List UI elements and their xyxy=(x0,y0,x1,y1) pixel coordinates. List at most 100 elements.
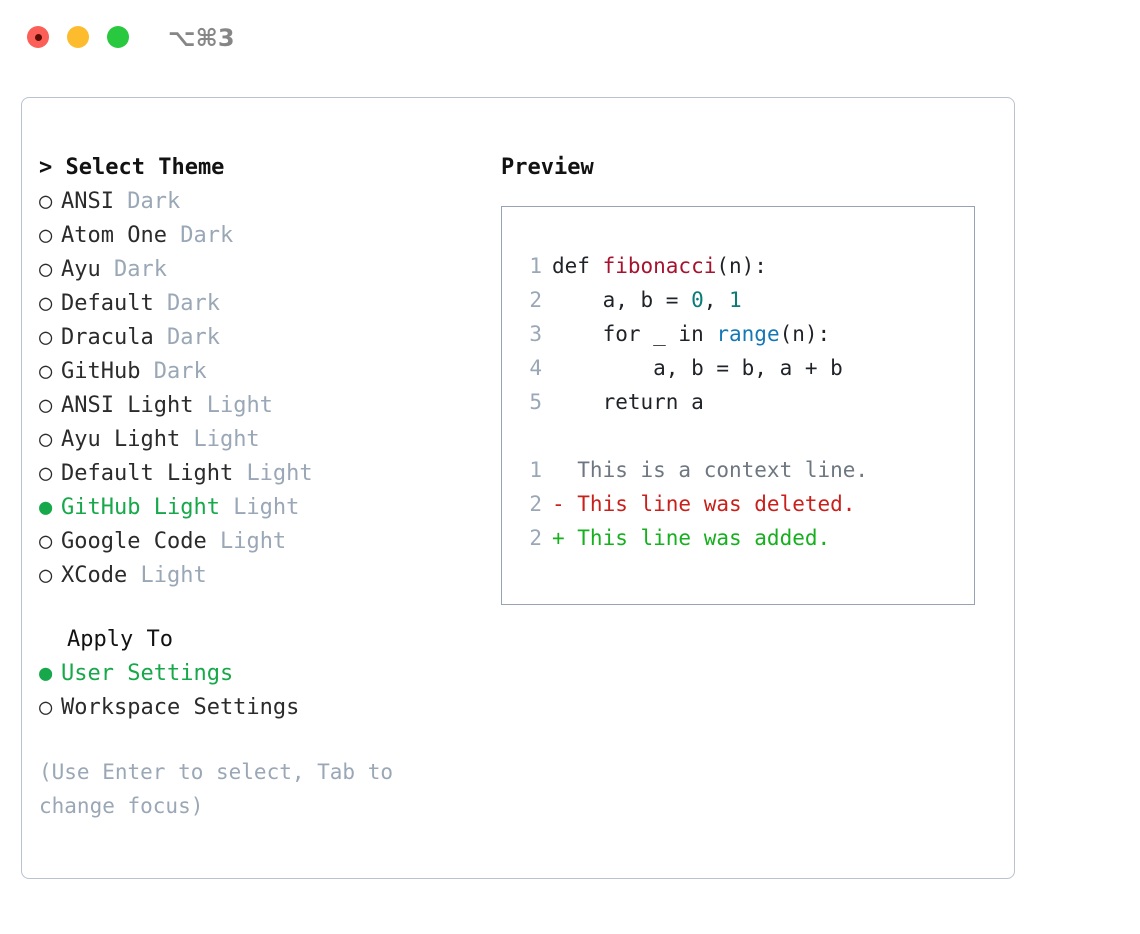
minimize-window-button[interactable] xyxy=(67,26,89,48)
code-token: fibonacci xyxy=(602,254,717,278)
theme-option-label: Default xyxy=(61,291,167,316)
theme-option-label: ANSI xyxy=(61,189,128,214)
theme-option-label: GitHub xyxy=(61,359,154,384)
theme-option-label: Default Light xyxy=(61,461,247,486)
radio-unselected-icon: ○ xyxy=(39,223,53,248)
theme-variant-tag: Dark xyxy=(153,359,207,384)
apply-to-option-label: Workspace Settings xyxy=(61,695,300,720)
diff-line: 1 This is a context line. xyxy=(502,453,974,487)
line-number: 2 xyxy=(529,526,542,550)
theme-option-label: ANSI Light xyxy=(61,393,207,418)
maximize-window-button[interactable] xyxy=(107,26,129,48)
apply-to-option[interactable]: ● User Settings xyxy=(39,657,499,691)
radio-unselected-icon: ○ xyxy=(39,359,53,384)
theme-option[interactable]: ○ XCode Light xyxy=(39,559,499,593)
theme-variant-tag: Light xyxy=(233,495,300,520)
apply-to-list: ● User Settings ○ Workspace Settings xyxy=(39,657,499,725)
diff-line-text: This is a context line. xyxy=(552,458,869,482)
code-token: 1 xyxy=(729,288,742,312)
theme-list: ○ ANSI Dark ○ Atom One Dark ○ Ayu Dark ○ Defaul… xyxy=(39,185,499,593)
line-number: 2 xyxy=(529,492,542,516)
diff-sample: 1 This is a context line. 2 - This line wa… xyxy=(502,453,974,555)
theme-option-label: Atom One xyxy=(61,223,181,248)
radio-unselected-icon: ○ xyxy=(39,461,53,486)
theme-option[interactable]: ○ Ayu Light Light xyxy=(39,423,499,457)
theme-option[interactable]: ○ Default Light Light xyxy=(39,457,499,491)
code-line: 3 for _ in range(n): xyxy=(502,317,974,351)
theme-option[interactable]: ○ Google Code Light xyxy=(39,525,499,559)
theme-option-label: Ayu xyxy=(61,257,114,282)
code-line: 4 a, b = b, a + b xyxy=(502,351,974,385)
theme-option[interactable]: ○ ANSI Dark xyxy=(39,185,499,219)
code-token: (n): xyxy=(779,322,831,346)
theme-option[interactable]: ● GitHub Light Light xyxy=(39,491,499,525)
theme-variant-tag: Dark xyxy=(113,257,167,282)
radio-unselected-icon: ○ xyxy=(39,427,53,452)
radio-unselected-icon: ○ xyxy=(39,291,53,316)
radio-unselected-icon: ○ xyxy=(39,529,53,554)
code-token: return a xyxy=(552,390,704,414)
apply-to-option[interactable]: ○ Workspace Settings xyxy=(39,691,499,725)
keyboard-hint-text: (Use Enter to select, Tab to change focu… xyxy=(39,760,406,818)
keyboard-shortcut-label: ⌥⌘3 xyxy=(168,24,235,52)
line-number: 2 xyxy=(529,288,542,312)
theme-option[interactable]: ○ Atom One Dark xyxy=(39,219,499,253)
preview-heading: Preview xyxy=(501,155,594,180)
close-window-button[interactable] xyxy=(27,26,49,48)
title-bar: ⌥⌘3 xyxy=(0,0,1140,78)
theme-variant-tag: Light xyxy=(140,563,207,588)
theme-variant-tag: Dark xyxy=(180,223,234,248)
line-number: 1 xyxy=(529,254,542,278)
theme-option-label: Ayu Light xyxy=(61,427,194,452)
code-token: 0 xyxy=(691,288,704,312)
theme-variant-tag: Dark xyxy=(166,325,220,350)
code-line: 5 return a xyxy=(502,385,974,419)
theme-picker-column: > Select Theme ○ANSI Dark○Atom One Dark○… xyxy=(39,151,499,823)
theme-variant-tag: Light xyxy=(246,461,313,486)
theme-option-label: GitHub Light xyxy=(61,495,234,520)
code-line: 1 def fibonacci(n): xyxy=(502,249,974,283)
theme-option[interactable]: ○ Default Dark xyxy=(39,287,499,321)
theme-variant-tag: Light xyxy=(193,427,260,452)
theme-option[interactable]: ○ Ayu Dark xyxy=(39,253,499,287)
radio-unselected-icon: ○ xyxy=(39,189,53,214)
theme-variant-tag: Dark xyxy=(166,291,220,316)
diff-line-text: - This line was deleted. xyxy=(552,492,856,516)
radio-unselected-icon: ○ xyxy=(39,563,53,588)
code-diff-separator xyxy=(502,419,974,453)
apply-to-heading: Apply To xyxy=(67,627,173,652)
theme-variant-tag: Dark xyxy=(127,189,181,214)
theme-option-label: Dracula xyxy=(61,325,167,350)
radio-selected-icon: ● xyxy=(39,661,53,686)
apply-to-option-label: User Settings xyxy=(61,661,234,686)
line-number: 3 xyxy=(529,322,542,346)
code-token: def xyxy=(552,254,603,278)
code-token: range xyxy=(716,322,780,346)
code-token: a, b = b, a + b xyxy=(552,356,843,380)
theme-option[interactable]: ○ GitHub Dark xyxy=(39,355,499,389)
radio-unselected-icon: ○ xyxy=(39,695,53,720)
line-number: 4 xyxy=(529,356,542,380)
line-number: 5 xyxy=(529,390,542,414)
diff-line: 2+ This line was added. xyxy=(502,521,974,555)
line-number: 1 xyxy=(529,458,542,482)
theme-option[interactable]: ○ ANSI Light Light xyxy=(39,389,499,423)
radio-selected-icon: ● xyxy=(39,495,53,520)
code-token: (n): xyxy=(716,254,767,278)
theme-variant-tag: Light xyxy=(206,393,273,418)
code-line: 2 a, b = 0, 1 xyxy=(502,283,974,317)
code-token: , xyxy=(703,288,730,312)
code-token: for _ in xyxy=(552,322,717,346)
theme-option-label: Google Code xyxy=(61,529,220,554)
theme-variant-tag: Light xyxy=(219,529,287,554)
select-theme-heading: > Select Theme xyxy=(39,155,225,180)
theme-option[interactable]: ○ Dracula Dark xyxy=(39,321,499,355)
radio-unselected-icon: ○ xyxy=(39,393,53,418)
radio-unselected-icon: ○ xyxy=(39,325,53,350)
radio-unselected-icon: ○ xyxy=(39,257,53,282)
theme-option-label: XCode xyxy=(61,563,141,588)
